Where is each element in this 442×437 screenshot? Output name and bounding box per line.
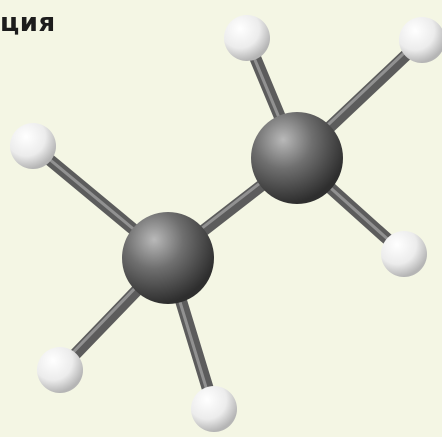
hydrogen-atom-h5 bbox=[399, 17, 442, 63]
caption-text: ция bbox=[0, 8, 56, 38]
hydrogen-atom-h6 bbox=[381, 231, 427, 277]
atoms-layer bbox=[10, 15, 442, 432]
bonds-layer bbox=[27, 32, 428, 415]
hydrogen-atom-h3 bbox=[191, 386, 237, 432]
carbon-atom-c2 bbox=[251, 112, 343, 204]
hydrogen-atom-h1 bbox=[10, 123, 56, 169]
hydrogen-atom-h4 bbox=[224, 15, 270, 61]
carbon-atom-c1 bbox=[122, 212, 214, 304]
hydrogen-atom-h2 bbox=[37, 347, 83, 393]
